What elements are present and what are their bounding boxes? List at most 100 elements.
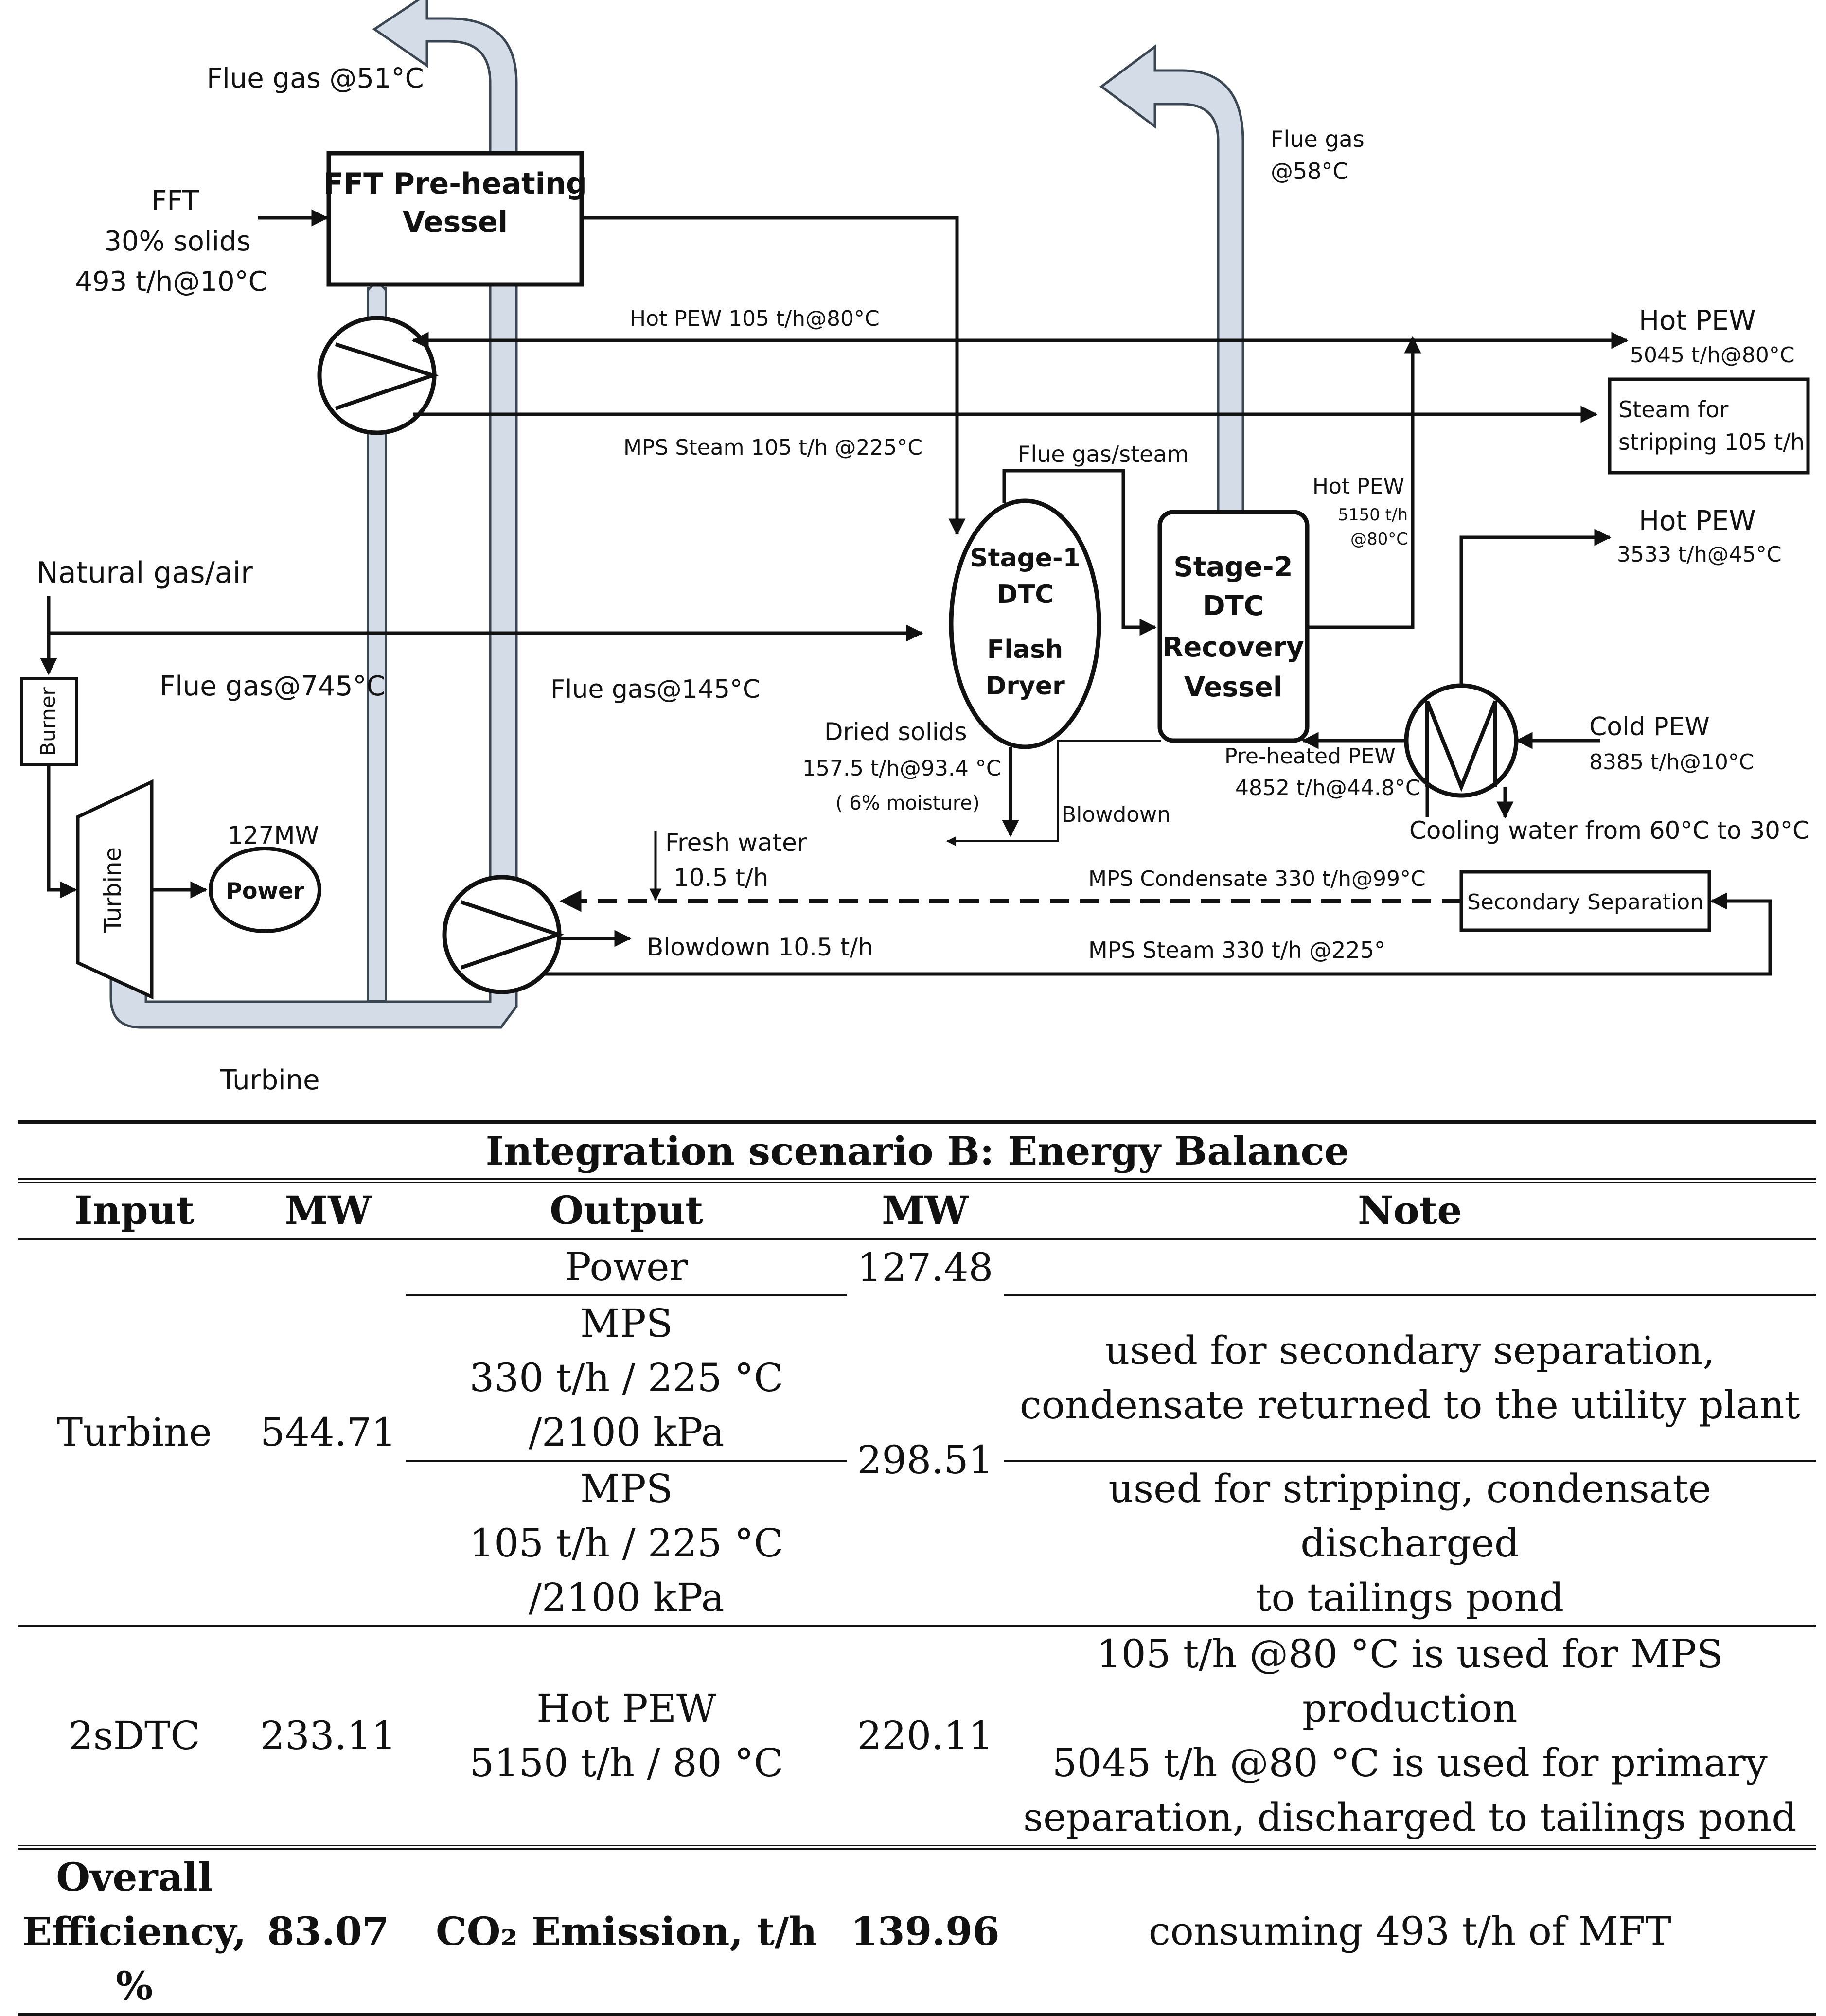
flue-gas-745-label: Flue gas@745°C bbox=[160, 671, 386, 702]
steam-stripping-label-1: Steam for bbox=[1618, 396, 1728, 423]
dried-solids-moisture: ( 6% moisture) bbox=[835, 792, 980, 814]
burner-box bbox=[20, 677, 78, 766]
stage2-label-3: Recovery bbox=[1162, 632, 1304, 663]
mps-330-output-cell: MPS 330 t/h / 225 °C /2100 kPa bbox=[406, 1295, 847, 1462]
mps-105-note-cell: used for stripping, condensate discharge… bbox=[1003, 1461, 1816, 1627]
mps-330-note-cell: used for secondary separation, condensat… bbox=[1003, 1295, 1816, 1462]
steam-stripping-label-2: stripping 105 t/h bbox=[1618, 429, 1805, 455]
header-output: Output bbox=[406, 1181, 847, 1240]
fft-feed-label-3: 493 t/h@10°C bbox=[75, 266, 267, 298]
turbine-label: Turbine bbox=[99, 847, 126, 933]
stage1-dtc-flash-dryer bbox=[949, 498, 1101, 749]
mps-condensate-label: MPS Condensate 330 t/h@99°C bbox=[1088, 867, 1426, 891]
bottom-heat-exchanger bbox=[442, 875, 565, 994]
flue-gas-duct-stage2 bbox=[1099, 44, 1244, 513]
power-mw-label: 127MW bbox=[228, 821, 319, 849]
stage2-label-1: Stage-2 bbox=[1173, 551, 1293, 583]
power-ellipse bbox=[209, 847, 321, 933]
header-mw-output: MW bbox=[847, 1181, 1004, 1240]
flue-gas-top-label: Flue gas @51°C bbox=[207, 63, 424, 94]
stage2-hot-pew-up-line bbox=[1308, 336, 1421, 629]
mps-mw-cell: 298.51 bbox=[847, 1295, 1004, 1627]
flue-gas-riser-thin bbox=[367, 280, 387, 1002]
secondary-separation-label: Secondary Separation bbox=[1467, 890, 1703, 915]
blowdown-105-label: Blowdown 10.5 t/h bbox=[647, 933, 873, 961]
turbine-mw-cell: 544.71 bbox=[250, 1238, 407, 1627]
co2-value-cell: 139.96 bbox=[847, 1845, 1004, 2016]
dtc-out-mw-cell: 220.11 bbox=[857, 1713, 993, 1758]
flue-gas-duct-main bbox=[109, 0, 518, 1029]
dtc-mw-cell: 233.11 bbox=[260, 1713, 396, 1758]
power-output-cell: Power bbox=[406, 1238, 847, 1296]
hot-pew-3533-label: Hot PEW bbox=[1639, 505, 1756, 537]
steam-stripping-box bbox=[1608, 377, 1810, 475]
power-label: Power bbox=[226, 878, 304, 904]
turbine-input-cell: Turbine bbox=[18, 1238, 250, 1627]
efficiency-label-cell: Overall Efficiency, % bbox=[18, 1845, 250, 2016]
table-title: Integration scenario B: Energy Balance bbox=[18, 1120, 1816, 1183]
fresh-water-label-2: 10.5 t/h bbox=[674, 864, 768, 892]
header-mw-input: MW bbox=[250, 1181, 407, 1240]
stage2-label-4: Vessel bbox=[1184, 672, 1282, 703]
cold-pew-label: Cold PEW bbox=[1589, 712, 1710, 742]
mps-steam-330-label: MPS Steam 330 t/h @225° bbox=[1088, 937, 1385, 963]
blowdown-label: Blowdown bbox=[1062, 802, 1170, 827]
dtc-input-cell: 2sDTC bbox=[68, 1713, 200, 1758]
burner-label: Burner bbox=[36, 687, 60, 756]
cooler-heat-exchanger bbox=[1404, 683, 1519, 798]
flue-gas-steam-line bbox=[1002, 469, 1157, 636]
stage2-label-2: DTC bbox=[1203, 590, 1264, 622]
flue-gas-steam-label: Flue gas/steam bbox=[1018, 441, 1188, 467]
secondary-separation-box bbox=[1459, 870, 1711, 932]
top-heat-exchanger bbox=[317, 316, 439, 435]
stage1-label-2: DTC bbox=[997, 580, 1054, 609]
efficiency-value-cell: 83.07 bbox=[250, 1845, 407, 2016]
dried-solids-label: Dried solids bbox=[824, 718, 967, 746]
preheated-pew-label: Pre-heated PEW bbox=[1224, 744, 1396, 769]
hot-pew-out-rate: 5045 t/h@80°C bbox=[1630, 343, 1795, 368]
fft-feed-label-1: FFT bbox=[151, 185, 199, 217]
energy-balance-table: Integration scenario B: Energy Balance I… bbox=[18, 1120, 1816, 2016]
flue-gas-58-label-2: @58°C bbox=[1271, 158, 1348, 184]
mps-steam-105-label: MPS Steam 105 t/h @225°C bbox=[623, 435, 922, 460]
power-note-cell bbox=[1003, 1238, 1816, 1296]
header-note: Note bbox=[1003, 1181, 1816, 1240]
burner-to-turbine-line bbox=[47, 765, 77, 899]
turbine-shape bbox=[76, 779, 154, 1000]
hot-pew-3533-rate: 3533 t/h@45°C bbox=[1617, 542, 1782, 567]
cold-pew-rate: 8385 t/h@10°C bbox=[1589, 750, 1754, 775]
final-note-cell: consuming 493 t/h of MFT bbox=[1003, 1845, 1816, 2016]
fft-vessel-label-1: FFT Pre-heating bbox=[323, 167, 587, 201]
power-mw-cell: 127.48 bbox=[857, 1245, 993, 1290]
hot-pew-5150-label-3: @80°C bbox=[1350, 530, 1408, 549]
stage2-dtc-recovery-vessel bbox=[1157, 510, 1310, 743]
flue-gas-58-label-1: Flue gas bbox=[1271, 126, 1365, 152]
mps-105-output-cell: MPS 105 t/h / 225 °C /2100 kPa bbox=[406, 1461, 847, 1627]
hot-pew-out-label: Hot PEW bbox=[1639, 305, 1756, 336]
fft-vessel-label-2: Vessel bbox=[403, 205, 508, 239]
dtc-note-cell: 105 t/h @80 °C is used for MPS productio… bbox=[1023, 1631, 1797, 1840]
process-flow-diagram: FFT Pre-heating Vessel FFT 30% solids 49… bbox=[20, 0, 1810, 1096]
header-input: Input bbox=[18, 1181, 250, 1240]
dried-solids-rate: 157.5 t/h@93.4 °C bbox=[802, 756, 1001, 781]
dtc-output-cell: Hot PEW 5150 t/h / 80 °C bbox=[469, 1686, 784, 1786]
stage1-label-3: Flash bbox=[987, 635, 1063, 664]
cooling-water-label: Cooling water from 60°C to 30°C bbox=[1409, 816, 1809, 845]
energy-balance-table-wrap: Integration scenario B: Energy Balance I… bbox=[18, 1120, 1816, 2016]
hot-pew-105-label: Hot PEW 105 t/h@80°C bbox=[630, 306, 880, 331]
fresh-water-label-1: Fresh water bbox=[665, 829, 807, 857]
hot-pew-5150-label-1: Hot PEW bbox=[1312, 474, 1404, 499]
turbine-bottom-label: Turbine bbox=[219, 1064, 319, 1096]
flue-gas-145-label: Flue gas@145°C bbox=[550, 675, 760, 704]
hot-pew-3533-line bbox=[1459, 529, 1612, 686]
preheated-pew-rate: 4852 t/h@44.8°C bbox=[1235, 776, 1420, 800]
stage1-label-1: Stage-1 bbox=[970, 544, 1081, 573]
hot-pew-5150-label-2: 5150 t/h bbox=[1338, 505, 1408, 525]
co2-label-cell: CO₂ Emission, t/h bbox=[406, 1845, 847, 2016]
stage2-blowdown-line bbox=[946, 740, 1161, 846]
stage1-label-4: Dryer bbox=[985, 672, 1065, 701]
fft-to-stage1-line bbox=[582, 216, 966, 536]
natural-gas-label: Natural gas/air bbox=[36, 556, 253, 590]
natural-gas-line bbox=[47, 596, 923, 642]
fft-feed-label-2: 30% solids bbox=[104, 226, 251, 257]
